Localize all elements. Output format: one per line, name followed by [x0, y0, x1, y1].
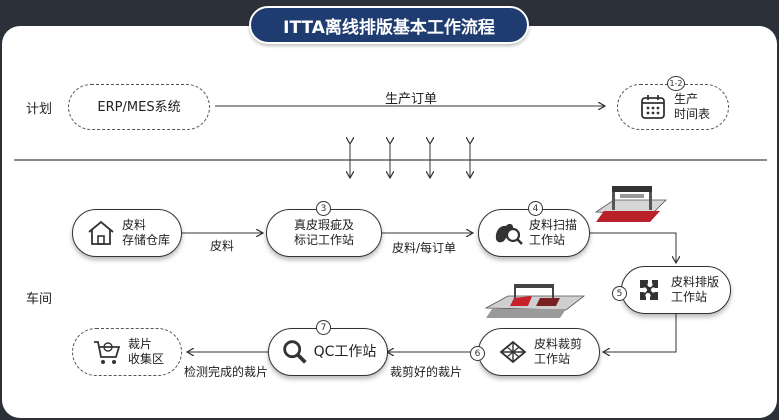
defect-badge: 3: [316, 201, 331, 216]
lane-label-shop: 车间: [26, 292, 53, 307]
erp-mes-label: ERP/MES系统: [97, 99, 181, 115]
schedule-badge: 1-2: [667, 76, 685, 91]
warehouse-label-1: 皮料: [121, 218, 146, 232]
edge-nesting-cutting: [604, 314, 677, 352]
cutting-machine-image: [484, 284, 586, 318]
nesting-node[interactable]: 皮料排版 工作站: [621, 266, 731, 314]
lane-label-plan: 计划: [26, 102, 53, 117]
nesting-badge: 5: [612, 286, 627, 301]
qc-badge: 7: [316, 320, 331, 335]
cart-icon: [93, 341, 121, 364]
warehouse-label-2: 存储仓库: [121, 233, 170, 247]
magnifier-icon: [282, 340, 307, 364]
scan-node[interactable]: 皮料扫描 工作站: [478, 209, 590, 257]
edge-label-leather: 皮料: [210, 239, 235, 253]
cutting-badge: 6: [470, 346, 485, 361]
nesting-label-1: 皮料排版: [670, 275, 719, 289]
schedule-label-1: 生产: [673, 92, 698, 106]
cutting-label-2: 工作站: [533, 352, 570, 366]
scan-label-2: 工作站: [528, 233, 565, 247]
order-label: 生产订单: [385, 92, 438, 107]
qc-node[interactable]: QC工作站: [268, 328, 388, 376]
warehouse-node[interactable]: 皮料 存储仓库: [72, 209, 182, 257]
scan-badge: 4: [528, 201, 543, 216]
erp-mes-node[interactable]: ERP/MES系统: [68, 84, 210, 130]
collect-label-2: 收集区: [127, 352, 164, 366]
defect-node[interactable]: 真皮瑕疵及 标记工作站: [266, 209, 382, 257]
calendar-icon: [641, 95, 665, 119]
leather-scan-icon: [495, 223, 523, 245]
collect-label-1: 裁片: [127, 337, 152, 351]
collect-node[interactable]: 裁片 收集区: [72, 328, 182, 376]
nesting-label-2: 工作站: [670, 290, 707, 304]
page-title: ITTA离线排版基本工作流程: [249, 6, 529, 44]
cutting-label-1: 皮料裁剪: [533, 337, 582, 351]
defect-label-2: 标记工作站: [293, 233, 354, 247]
schedule-node[interactable]: 生产 时间表: [617, 84, 729, 130]
defect-label-1: 真皮瑕疵及: [293, 218, 354, 232]
edge-label-leather-order: 皮料/每订单: [392, 241, 457, 255]
scan-label-1: 皮料扫描: [528, 218, 577, 232]
sync-arrows: [350, 143, 470, 177]
puzzle-icon: [639, 280, 658, 300]
warehouse-icon: [88, 220, 114, 245]
edge-label-cut-pieces: 裁剪好的裁片: [390, 365, 463, 379]
edge-scan-nesting: [590, 232, 676, 262]
cutting-icon: [499, 340, 527, 364]
schedule-label-2: 时间表: [673, 107, 710, 121]
cutting-node[interactable]: 皮料裁剪 工作站: [478, 328, 600, 376]
scanner-machine-image: [594, 186, 667, 222]
qc-label: QC工作站: [313, 343, 377, 360]
edge-label-inspect: 检测完成的裁片: [184, 365, 269, 379]
